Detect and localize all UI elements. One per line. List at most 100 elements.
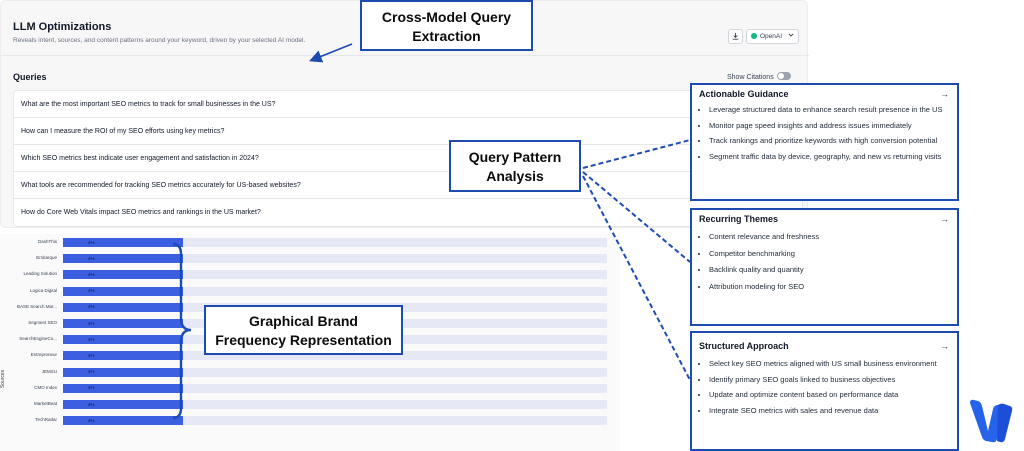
toggle-switch[interactable] xyxy=(776,72,791,80)
bar-track xyxy=(63,416,607,426)
query-row[interactable]: What are the most important SEO metrics … xyxy=(14,91,802,118)
bar-track xyxy=(63,400,607,409)
bar[interactable] xyxy=(63,351,183,361)
annotation-line: Extraction xyxy=(412,28,481,44)
card-title: Actionable Guidance xyxy=(699,89,789,99)
bar-category-label: Entrepreneur xyxy=(30,352,57,358)
bar-value-label: 4% xyxy=(88,271,95,277)
card-list: Select key SEO metrics aligned with US s… xyxy=(698,359,948,421)
openai-icon xyxy=(751,33,757,39)
bar[interactable] xyxy=(63,319,183,328)
bar-value-label: 4% xyxy=(88,417,95,423)
bar[interactable] xyxy=(63,367,183,377)
bar-track xyxy=(63,286,607,296)
bar-category-label: Embarque xyxy=(36,255,57,261)
download-button[interactable] xyxy=(728,29,743,44)
list-item: Leverage structured data to enhance sear… xyxy=(709,105,948,116)
annotation-line: Frequency Representation xyxy=(215,332,392,348)
list-item: Attribution modeling for SEO xyxy=(709,282,948,293)
card-title: Recurring Themes xyxy=(699,214,779,224)
bar-category-label: JEMSU xyxy=(41,368,57,374)
list-item: Track rankings and prioritize keywords w… xyxy=(709,136,948,147)
download-icon xyxy=(732,32,739,40)
recurring-themes-card[interactable]: Recurring Themes → Content relevance and… xyxy=(690,208,959,326)
arrow-right-icon[interactable]: → xyxy=(940,89,949,99)
bar-value-label: 4% xyxy=(88,352,95,358)
list-item: Segment traffic data by device, geograph… xyxy=(709,152,948,163)
card-title: Structured Approach xyxy=(699,341,789,351)
bar-category-label: TechRadar xyxy=(35,417,57,423)
bar-value-label: 4% xyxy=(88,336,95,342)
model-selector[interactable]: OpenAI xyxy=(746,29,799,44)
query-row[interactable]: How do Core Web Vitals impact SEO metric… xyxy=(21,209,261,216)
query-row[interactable]: Which SEO metrics best indicate user eng… xyxy=(14,145,802,172)
queries-heading: Queries xyxy=(13,72,47,82)
bar-value-label: 4% xyxy=(88,320,95,326)
bar-category-label: Leading Solution xyxy=(23,271,57,277)
arrow-right-icon[interactable]: → xyxy=(940,214,949,224)
bar-category-label: DashThis xyxy=(37,239,57,244)
list-item: Content relevance and freshness xyxy=(709,232,948,243)
bar-track xyxy=(63,351,607,361)
query-row[interactable]: What tools are recommended for tracking … xyxy=(14,172,802,199)
queries-list: What are the most important SEO metrics … xyxy=(13,90,803,227)
bar-value-label: 4% xyxy=(88,369,95,375)
bar-value-label: 4% xyxy=(88,385,95,391)
list-item: Backlink quality and quantity xyxy=(709,265,948,276)
bar-value-label: 4% xyxy=(88,239,95,245)
annotation-graphical-brand-frequency: Graphical Brand Frequency Representation xyxy=(204,305,403,355)
panel-title: LLM Optimizations xyxy=(13,21,112,33)
chevron-down-icon xyxy=(788,33,794,37)
brand-frequency-chart: DashThis 4% Embarque 4% Leading Solution 4% Lo… xyxy=(0,234,620,451)
bar[interactable] xyxy=(63,238,183,247)
list-item: Competitor benchmarking xyxy=(709,249,948,260)
bar-category-label: MarketBeat xyxy=(33,401,57,406)
bar[interactable] xyxy=(63,335,183,345)
bar-track xyxy=(63,254,607,264)
show-citations-label: Show Citations xyxy=(727,74,774,81)
card-list: Leverage structured data to enhance sear… xyxy=(698,105,948,167)
bar[interactable] xyxy=(63,416,183,426)
bar-track xyxy=(63,238,607,247)
annotation-line: Query Pattern xyxy=(468,149,562,165)
bar-category-label: Segment SEO xyxy=(28,320,57,325)
bar[interactable] xyxy=(63,270,183,280)
bar[interactable] xyxy=(63,302,183,312)
bar-value-label: 4% xyxy=(88,255,95,261)
actionable-guidance-card[interactable]: Actionable Guidance → Leverage structure… xyxy=(690,83,959,201)
bar[interactable] xyxy=(63,400,183,409)
bar-value-label: 4% xyxy=(88,401,95,407)
panel-subtitle: Reveals intent, sources, and content pat… xyxy=(13,37,306,44)
annotation-line: Analysis xyxy=(486,168,544,184)
bar-track xyxy=(63,270,607,280)
bar-category-label: CMO Index xyxy=(34,384,57,390)
arrow-right-icon[interactable]: → xyxy=(940,341,949,351)
bar-value-label: 4% xyxy=(88,288,95,294)
bar[interactable] xyxy=(63,254,183,264)
query-row[interactable]: How can I measure the ROI of my SEO effo… xyxy=(14,118,802,145)
annotation-line: Cross-Model Query xyxy=(381,9,512,25)
show-citations-toggle[interactable]: Show Citations xyxy=(727,72,791,81)
bar[interactable] xyxy=(63,383,183,393)
bar-category-label: SearchEngineCo... xyxy=(19,336,57,342)
annotation-cross-model-query-extraction: Cross-Model Query Extraction xyxy=(360,0,533,51)
bar-value-label: 4% xyxy=(88,304,95,310)
card-list: Content relevance and freshness Competit… xyxy=(698,232,948,298)
list-item: Select key SEO metrics aligned with US s… xyxy=(709,359,948,370)
bar-track xyxy=(63,367,607,377)
bar-track xyxy=(63,383,607,393)
brand-logo-icon xyxy=(970,399,1013,443)
list-item: Monitor page speed insights and address … xyxy=(709,121,948,132)
list-item: Identify primary SEO goals linked to bus… xyxy=(709,375,948,386)
list-item: Integrate SEO metrics with sales and rev… xyxy=(709,406,948,417)
annotation-query-pattern-analysis: Query Pattern Analysis xyxy=(449,140,581,192)
list-item: Update and optimize content based on per… xyxy=(709,390,948,401)
chart-y-axis-label: Sources xyxy=(0,369,7,389)
panel-divider xyxy=(1,55,809,56)
annotation-line: Graphical Brand xyxy=(249,313,358,329)
model-selector-label: OpenAI xyxy=(760,33,783,40)
bar[interactable] xyxy=(63,286,183,296)
bar-category-label: BASE Search Mar... xyxy=(16,303,57,309)
bar-category-label: Logica Digital xyxy=(29,287,57,293)
structured-approach-card[interactable]: Structured Approach → Select key SEO met… xyxy=(690,331,959,451)
